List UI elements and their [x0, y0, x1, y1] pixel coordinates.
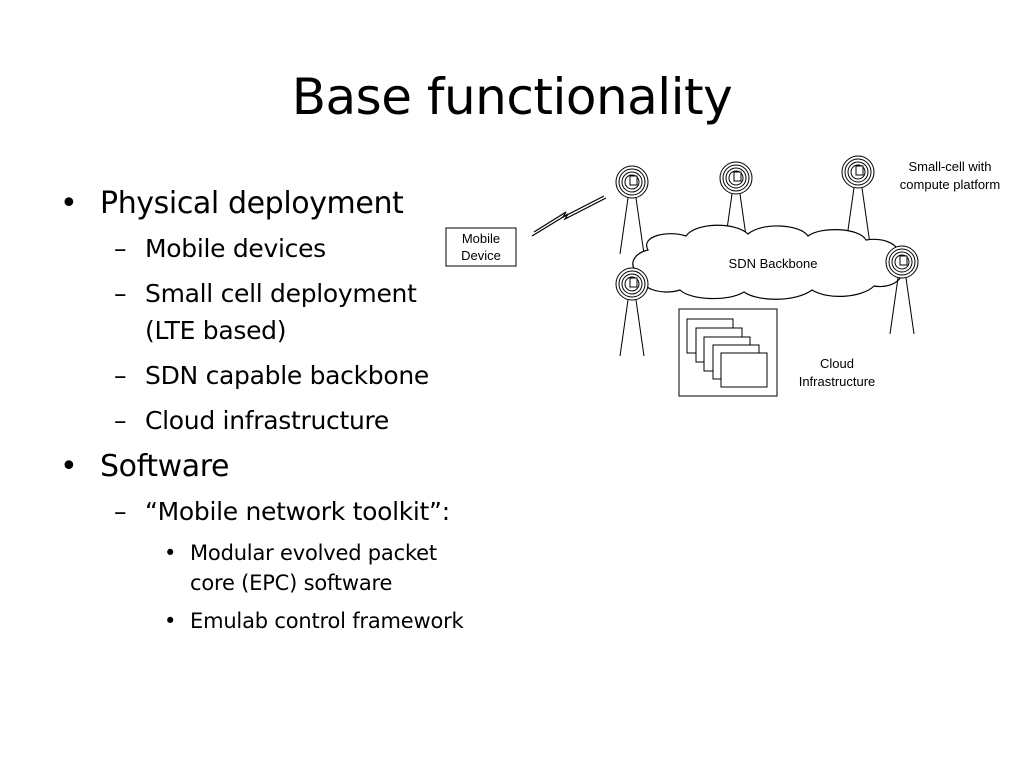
subbullet-text: SDN capable backbone	[145, 361, 429, 390]
dash-marker: –	[114, 406, 127, 435]
subbullet-small-cell: – Small cell deployment (LTE based)	[60, 275, 520, 349]
subbullet-text: Mobile devices	[145, 234, 326, 263]
subsubbullet-emulab: • Emulab control framework	[60, 606, 520, 636]
small-cell-label-line1: Small-cell with	[908, 159, 991, 174]
subbullet-mobile-network-toolkit: – “Mobile network toolkit”:	[60, 493, 520, 530]
mobile-device-box: Mobile Device	[445, 227, 517, 267]
dash-marker: –	[114, 361, 127, 390]
subbullet-text: Small cell deployment	[145, 279, 417, 308]
bullet-marker: •	[60, 449, 78, 484]
bullet-software: • Software	[60, 447, 520, 487]
dash-marker: –	[114, 279, 127, 308]
sdn-backbone-cloud: SDN Backbone	[632, 224, 903, 300]
wireless-link-icon	[531, 195, 607, 237]
bullet-marker: •	[164, 609, 177, 633]
mobile-device-label-line2: Device	[461, 248, 501, 263]
subbullet-cloud-infrastructure: – Cloud infrastructure	[60, 402, 520, 439]
subsubbullet-text-line2: core (EPC) software	[190, 571, 393, 595]
small-cell-label-line2: compute platform	[900, 177, 1000, 192]
slide-title: Base functionality	[291, 68, 733, 126]
subbullet-text: Cloud infrastructure	[145, 406, 390, 435]
bullet-text: Software	[100, 449, 230, 484]
subsubbullet-text: Modular evolved packet	[190, 541, 437, 565]
cell-tower-icon	[615, 165, 649, 255]
bullet-text: Physical deployment	[100, 186, 404, 221]
dash-marker: –	[114, 497, 127, 526]
sdn-backbone-label: SDN Backbone	[729, 256, 818, 271]
bullet-list: • Physical deployment – Mobile devices –…	[60, 184, 520, 644]
bullet-marker: •	[164, 541, 177, 565]
cell-tower-icon	[615, 267, 649, 357]
subbullet-mobile-devices: – Mobile devices	[60, 230, 520, 267]
subsubbullet-text: Emulab control framework	[190, 609, 464, 633]
cloud-infrastructure-label-line1: Cloud	[820, 356, 854, 371]
cell-tower-icon	[885, 245, 919, 335]
dash-marker: –	[114, 234, 127, 263]
subbullet-sdn-backbone: – SDN capable backbone	[60, 357, 520, 394]
mobile-device-label-line1: Mobile	[462, 231, 500, 246]
bullet-physical-deployment: • Physical deployment	[60, 184, 520, 224]
cloud-infrastructure-label-line2: Infrastructure	[799, 374, 876, 389]
subsubbullet-epc-software: • Modular evolved packet core (EPC) soft…	[60, 538, 520, 598]
bullet-marker: •	[60, 186, 78, 221]
subbullet-text-line2: (LTE based)	[145, 316, 287, 345]
network-diagram: Mobile Device SDN Backbone Small-cell wi…	[445, 155, 1000, 397]
cloud-infrastructure-box	[678, 308, 778, 397]
subbullet-text: “Mobile network toolkit”:	[145, 497, 450, 526]
